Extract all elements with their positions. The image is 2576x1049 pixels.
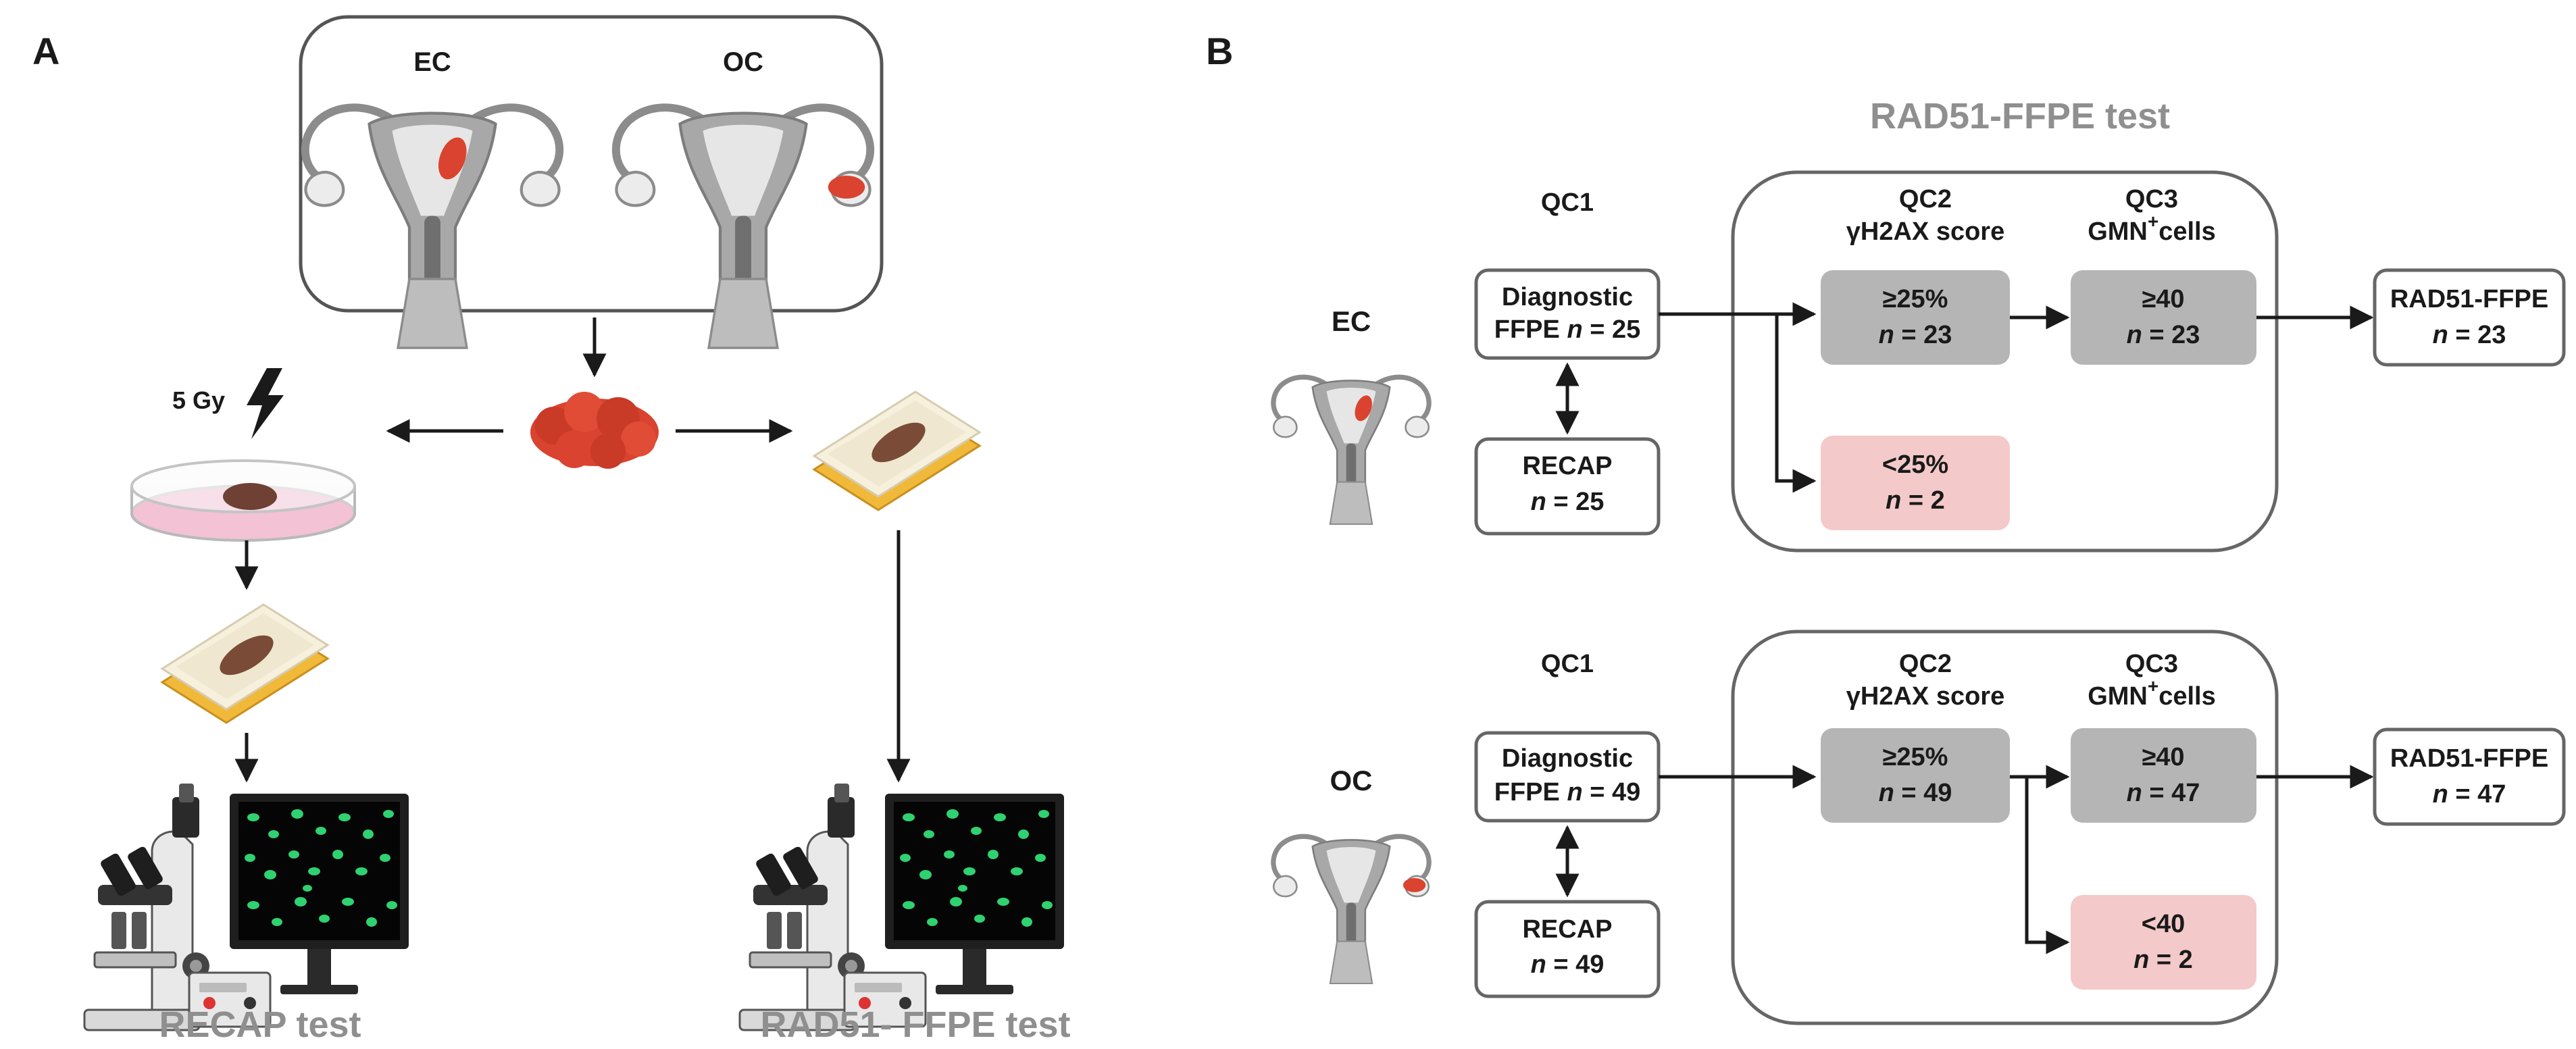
uterus-icon xyxy=(305,107,559,348)
rad51-result-count: n = 47 xyxy=(2433,780,2506,809)
qc3-fail-threshold: <40 xyxy=(2142,910,2185,938)
qc3-sublabel: GMN+cells xyxy=(2088,675,2216,711)
panel-b-letter: B xyxy=(1206,30,1233,72)
qc2-pass-count: n = 49 xyxy=(1879,779,1952,807)
recap-label: RECAP xyxy=(1522,915,1612,944)
recap-label: RECAP xyxy=(1522,452,1612,480)
diagnostic-count: FFPE n = 49 xyxy=(1494,778,1640,807)
arrow xyxy=(2025,777,2070,954)
qc2-pass-box xyxy=(1821,270,2010,365)
microscope-icon xyxy=(738,782,1065,1031)
panel-a-letter: A xyxy=(32,30,59,72)
qc2-pass-threshold: ≥25% xyxy=(1883,285,1948,313)
qc1-label: QC1 xyxy=(1541,650,1594,678)
ec-flow: EC QC1 QC2 γH2AX score QC3 GMN+cells Dia… xyxy=(1273,170,2566,553)
petri-dish-icon xyxy=(130,459,356,542)
rad51-result-box xyxy=(2373,268,2566,367)
oc-flow: OC QC1 QC2 γH2AX score QC3 GMN+cells Dia… xyxy=(1273,630,2566,1025)
rad51-ffpe-title: RAD51-FFPE test xyxy=(1870,96,2170,136)
recap-count: n = 25 xyxy=(1531,488,1605,516)
cohort-label: OC xyxy=(1330,765,1373,796)
qc3-label: QC3 xyxy=(2125,650,2178,678)
qc3-pass-threshold: ≥40 xyxy=(2142,743,2184,771)
ffpe-block-icon xyxy=(161,603,329,724)
recap-test-caption: RECAP test xyxy=(159,1004,361,1045)
ec-label: EC xyxy=(413,47,451,77)
qc-container xyxy=(1731,630,2279,1025)
qc3-pass-threshold: ≥40 xyxy=(2142,285,2184,313)
rad51-result-count: n = 23 xyxy=(2433,321,2506,349)
qc-container xyxy=(1731,170,2279,553)
recap-box xyxy=(1474,900,1661,998)
qc2-label: QC2 xyxy=(1899,650,1952,678)
qc2-fail-box xyxy=(1821,436,2010,530)
cohort-label: EC xyxy=(1332,305,1371,337)
qc2-pass-box xyxy=(1821,728,2010,823)
ffpe-block-icon xyxy=(813,390,981,511)
qc3-fail-count: n = 2 xyxy=(2133,946,2193,974)
tumor-tissue-icon xyxy=(530,392,659,469)
qc1-label: QC1 xyxy=(1541,188,1594,217)
qc2-fail-count: n = 2 xyxy=(1886,486,1945,515)
qc2-fail-threshold: <25% xyxy=(1882,451,1948,479)
qc3-pass-count: n = 47 xyxy=(2127,779,2200,807)
rad51-result-label: RAD51-FFPE xyxy=(2390,285,2548,313)
rad51-result-label: RAD51-FFPE xyxy=(2390,744,2548,773)
qc2-pass-threshold: ≥25% xyxy=(1883,743,1948,771)
uterus-icon xyxy=(616,107,870,348)
qc3-sublabel: GMN+cells xyxy=(2088,211,2216,246)
qc2-sublabel: γH2AX score xyxy=(1846,682,2004,711)
qc3-pass-box xyxy=(2071,728,2256,823)
rad51-result-box xyxy=(2373,727,2566,826)
uterus-icon xyxy=(1273,836,1429,983)
irradiation-label: 5 Gy xyxy=(172,386,225,414)
diagnostic-label: Diagnostic xyxy=(1502,283,1633,311)
oc-label: OC xyxy=(723,47,763,77)
rad51-test-caption: RAD51- FFPE test xyxy=(760,1004,1070,1045)
microscope-icon xyxy=(83,782,410,1031)
qc2-pass-count: n = 23 xyxy=(1879,321,1952,349)
qc2-sublabel: γH2AX score xyxy=(1846,218,2004,246)
tumor-origin-box xyxy=(299,15,884,313)
uterus-icon xyxy=(1273,377,1429,524)
qc3-pass-box xyxy=(2071,270,2256,365)
diagnostic-count: FFPE n = 25 xyxy=(1494,315,1640,344)
arrow xyxy=(1775,314,1817,493)
qc2-label: QC2 xyxy=(1899,185,1952,213)
qc3-fail-box xyxy=(2071,895,2256,990)
diagnostic-label: Diagnostic xyxy=(1502,744,1633,773)
qc3-label: QC3 xyxy=(2125,185,2178,213)
lightning-icon xyxy=(247,368,284,439)
recap-count: n = 49 xyxy=(1531,950,1605,979)
qc3-pass-count: n = 23 xyxy=(2127,321,2200,349)
recap-box xyxy=(1474,437,1661,536)
